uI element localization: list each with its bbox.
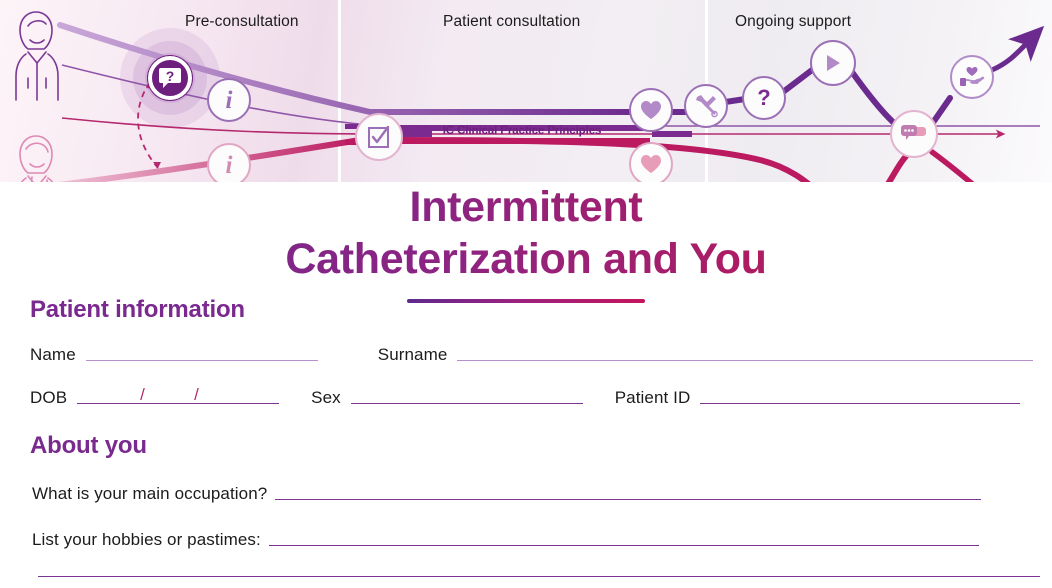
hand-holding-heart-glyph <box>960 67 985 86</box>
phase-label-ongoing-support: Ongoing support <box>735 13 852 30</box>
input-hobbies-line1[interactable] <box>268 545 979 546</box>
title-underline <box>407 299 645 304</box>
section-heading-about-you: About you <box>30 432 147 459</box>
input-surname[interactable] <box>457 360 1034 361</box>
phase-label-patient-consultation: Patient consultation <box>443 13 581 30</box>
tick-box-glyph <box>368 125 390 148</box>
page-title-line2: Catheterization and You <box>0 234 1052 286</box>
label-occupation: What is your main occupation? <box>32 484 268 503</box>
form-area: Patient information Name Surname DOB / /… <box>0 296 1052 581</box>
heart-icon-purple[interactable] <box>629 88 673 132</box>
input-sex[interactable] <box>350 403 583 404</box>
label-sex: Sex <box>311 388 341 407</box>
heart-glyph-pink <box>641 155 661 173</box>
input-name[interactable] <box>85 360 318 361</box>
label-name: Name <box>30 345 76 364</box>
play-triangle-glyph <box>827 55 840 71</box>
label-dob: DOB <box>30 388 68 407</box>
heart-glyph <box>641 101 661 119</box>
speech-question-glyph: ? <box>159 68 181 88</box>
tools-icon[interactable] <box>684 84 728 128</box>
section-heading-patient-information: Patient information <box>30 296 245 323</box>
wrench-screwdriver-glyph <box>696 95 718 118</box>
question-badge-icon[interactable]: ? <box>148 56 192 100</box>
label-patient-id: Patient ID <box>614 388 691 407</box>
input-patient-id[interactable] <box>700 403 1021 404</box>
page-title-line1: Intermittent <box>0 182 1052 234</box>
chat-icon[interactable] <box>890 110 938 158</box>
question-icon[interactable]: ? <box>742 76 786 120</box>
dob-separator-2: / <box>194 385 199 404</box>
ribbon-label: IC Clinical Practice Principles <box>442 125 602 137</box>
checkbox-tick-icon[interactable] <box>355 113 403 161</box>
page-title-block: Intermittent Catheterization and You <box>0 182 1052 304</box>
svg-text:?: ? <box>166 68 175 84</box>
journey-banner: Pre-consultation Patient consultation On… <box>0 0 1052 182</box>
info-icon-patient[interactable]: i <box>207 78 251 122</box>
phase-label-pre-consultation: Pre-consultation <box>185 13 299 30</box>
chat-bubbles-glyph <box>901 125 926 140</box>
play-icon[interactable] <box>810 40 856 86</box>
info-icon-clinician[interactable]: i <box>207 143 251 182</box>
panel-divider-1 <box>338 0 341 182</box>
input-dob[interactable]: / / <box>77 385 280 408</box>
input-occupation[interactable] <box>275 499 982 500</box>
journey-flow-lines <box>15 11 1045 182</box>
label-surname: Surname <box>377 345 448 364</box>
label-hobbies: List your hobbies or pastimes: <box>32 530 261 549</box>
heart-icon-pink[interactable] <box>629 142 673 182</box>
hand-heart-icon[interactable] <box>950 55 994 99</box>
dob-separator-1: / <box>140 385 145 404</box>
input-hobbies-line2[interactable] <box>38 576 1040 577</box>
